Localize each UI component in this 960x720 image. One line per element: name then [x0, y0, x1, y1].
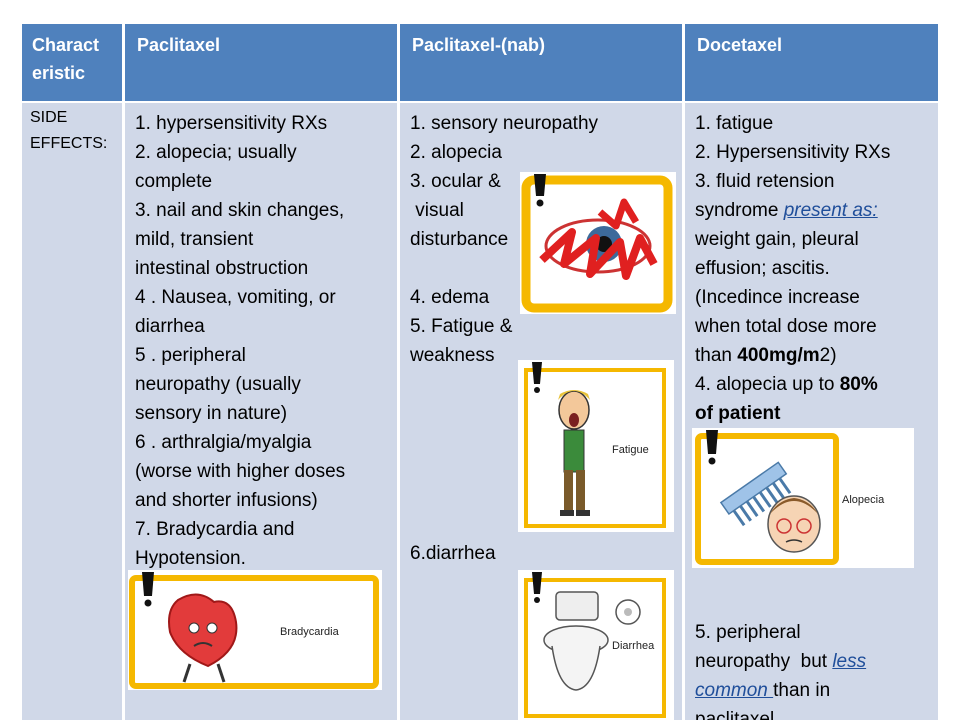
present-as-link[interactable]: present as: [783, 200, 878, 221]
row-label-line1: SIDE [30, 109, 68, 126]
of-patient-bold: of patient [695, 403, 781, 424]
header-docetaxel: Docetaxel [685, 24, 938, 101]
alopecia-warning-image: Alopecia [692, 428, 914, 568]
docetaxel-text: 2) [819, 345, 837, 366]
docetaxel-line: when total dose more [695, 316, 877, 337]
docetaxel-line: paclitaxel [695, 709, 775, 720]
docetaxel-line: 4. alopecia up to 80% [695, 370, 928, 399]
paclitaxel-line: 4 . Nausea, vomiting, or [135, 287, 336, 308]
paclitaxel-line: complete [135, 171, 213, 192]
docetaxel-lower: 5. peripheral neuropathy but less common… [695, 618, 866, 720]
docetaxel-line: 2. Hypersensitivity RXs [695, 142, 891, 163]
docetaxel-line: common than in [695, 676, 866, 705]
comb-hair-loss-icon [695, 430, 839, 565]
paclitaxel-line: 5 . peripheral [135, 345, 246, 366]
docetaxel-line: (Incedince increase [695, 287, 860, 308]
paclitaxel-line: Hypotension. [135, 548, 246, 569]
eye-icon [521, 174, 673, 313]
docetaxel-line: 5. peripheral [695, 622, 801, 643]
paclitaxel-line: mild, transient [135, 229, 254, 250]
docetaxel-line: weight gain, pleural [695, 229, 859, 250]
docetaxel-text: neuropathy but [695, 651, 833, 672]
fatigue-figure-icon [524, 362, 666, 528]
paclitaxel-line: intestinal obstruction [135, 258, 309, 279]
nab-line: 4. edema [410, 287, 490, 308]
nab-line: 5. Fatigue & [410, 316, 513, 337]
alopecia-caption: Alopecia [842, 494, 885, 506]
nab-line: 2. alopecia [410, 142, 502, 163]
common-link[interactable]: common [695, 680, 774, 701]
header-characteristic-line1: Charact [32, 35, 100, 55]
paclitaxel-line: (worse with higher doses [135, 461, 346, 482]
row-label-line2: EFFECTS: [30, 135, 108, 152]
docetaxel-text: than in [773, 680, 831, 701]
docetaxel-text: syndrome [695, 200, 784, 221]
docetaxel-line: effusion; ascitis. [695, 258, 830, 279]
nab-line: visual [410, 200, 464, 221]
diarrhea-warning-image: Diarrhea [518, 570, 674, 720]
header-paclitaxel-nab: Paclitaxel-(nab) [400, 24, 682, 101]
paclitaxel-line: 1. hypersensitivity RXs [135, 113, 328, 134]
docetaxel-line: neuropathy but less [695, 647, 866, 676]
docetaxel-line: syndrome present as: [695, 196, 928, 225]
nab-line: 3. ocular & [410, 171, 501, 192]
heart-icon [129, 572, 379, 689]
docetaxel-line: 3. fluid retension [695, 171, 835, 192]
ocular-warning-image [520, 172, 676, 314]
docetaxel-line: than 400mg/m2) [695, 341, 928, 370]
docetaxel-text: 4. alopecia up to [695, 374, 840, 395]
paclitaxel-line: neuropathy (usually [135, 374, 301, 395]
percent-bold: 80% [839, 374, 878, 395]
fatigue-warning-image: Fatigue [518, 360, 674, 532]
docetaxel-line: of patient [695, 399, 928, 428]
paclitaxel-line: 6 . arthralgia/myalgia [135, 432, 312, 453]
paclitaxel-line: sensory in nature) [135, 403, 288, 424]
nab-line: weakness [410, 345, 495, 366]
header-characteristic-line2: eristic [32, 63, 86, 83]
fatigue-caption: Fatigue [612, 444, 649, 456]
nab-line-diarrhea: 6.diarrhea [410, 543, 496, 564]
nab-line: 1. sensory neuropathy [410, 113, 599, 134]
docetaxel-line: 1. fatigue [695, 113, 774, 134]
less-link[interactable]: less [832, 651, 867, 672]
paclitaxel-line: 2. alopecia; usually [135, 142, 297, 163]
paclitaxel-line: 3. nail and skin changes, [135, 200, 345, 221]
dose-bold: 400mg/m [737, 345, 820, 366]
header-divider [22, 101, 938, 103]
paclitaxel-line: diarrhea [135, 316, 205, 337]
bradycardia-caption: Bradycardia [280, 626, 339, 638]
bradycardia-warning-image: Bradycardia [128, 570, 382, 690]
row-label-side-effects: SIDE EFFECTS: [22, 103, 122, 720]
paclitaxel-line: and shorter infusions) [135, 490, 318, 511]
docetaxel-text: than [695, 345, 738, 366]
toilet-icon [524, 572, 666, 718]
header-paclitaxel: Paclitaxel [125, 24, 397, 101]
cell-docetaxel: 1. fatigue 2. Hypersensitivity RXs 3. fl… [685, 103, 938, 720]
paclitaxel-line: 7. Bradycardia and [135, 519, 295, 540]
diarrhea-caption: Diarrhea [612, 640, 655, 652]
header-characteristic: Charact eristic [22, 24, 122, 101]
nab-line: disturbance [410, 229, 509, 250]
